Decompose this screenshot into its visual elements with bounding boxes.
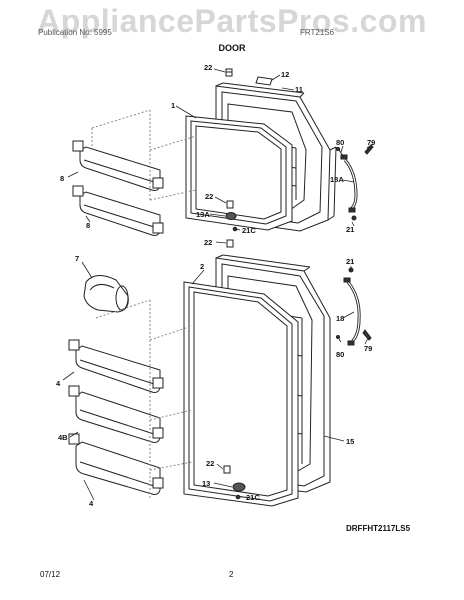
door-shelf-4-top — [68, 339, 164, 393]
shelf-mount-guides-lower — [95, 299, 193, 500]
screw-80a — [336, 147, 344, 157]
hinge-pin-22d — [223, 465, 231, 474]
fresh-food-handle — [343, 277, 361, 346]
freezer-handle — [340, 154, 358, 213]
callout-21-lower-screw: 21 — [346, 257, 355, 266]
watermark: AppliancePartsPros.com — [37, 3, 427, 39]
footer-date: 07/12 — [40, 570, 61, 579]
callout-22-lower-hinge-pin: 22 — [206, 459, 215, 468]
dairy-door-7 — [83, 275, 129, 313]
screw-21c-b — [235, 494, 241, 500]
callout-21c-screw-upper: 21C — [242, 226, 256, 235]
shelf-mount-guides-upper — [91, 109, 197, 201]
callout-21c-screw-lower: 21C — [246, 493, 260, 502]
callout-13a-hinge: 13A — [196, 210, 210, 219]
trim-piece-12 — [255, 76, 273, 86]
callout-18a-freezer-handle: 18A — [330, 175, 344, 184]
callout-22-hinge-pin-c: 22 — [204, 238, 213, 247]
hinge-13 — [232, 482, 246, 492]
callout-13-hinge: 13 — [202, 479, 211, 488]
callout-8-shelf-bottom: 8 — [86, 221, 91, 230]
model-code: DRFFHT2117LS5 — [346, 524, 411, 533]
hinge-pin-22c — [226, 239, 234, 248]
screw-80b — [336, 335, 340, 339]
door-shelf-4-bottom — [68, 433, 164, 495]
callout-11-freezer-door: 11 — [295, 85, 303, 94]
fresh-food-door-gasket — [183, 281, 299, 507]
door-shelf-4b — [68, 385, 164, 443]
freezer-shelf-8-top — [72, 140, 164, 191]
leader-lines — [62, 68, 374, 501]
callout-8-shelf-top: 8 — [60, 174, 65, 183]
callout-22-hinge-pin-b: 22 — [205, 192, 214, 201]
screw-21a — [351, 215, 357, 221]
callout-2-fresh-food-gasket: 2 — [200, 262, 205, 271]
publication-header: Publication No: 5995 — [38, 28, 112, 37]
callout-80-lower-screw: 80 — [336, 350, 345, 359]
callout-22-upper-hinge-pin: 22 — [204, 63, 213, 72]
hinge-13a — [225, 212, 237, 220]
handle-cap-79a — [364, 144, 374, 155]
hinge-pin-22a — [225, 68, 233, 77]
callout-4b-shelf: 4B — [58, 433, 68, 442]
hinge-pin-22b — [226, 200, 234, 209]
callout-18-fresh-food-handle: 18 — [336, 314, 345, 323]
callout-7-dairy-door: 7 — [75, 254, 80, 263]
callout-21-upper-screw: 21 — [346, 225, 355, 234]
callout-4-shelf-bottom: 4 — [89, 499, 94, 508]
callout-1-freezer-gasket: 1 — [171, 101, 176, 110]
handle-cap-79b — [362, 329, 372, 341]
callout-79-upper-cap: 79 — [367, 138, 376, 147]
callout-12-trim: 12 — [281, 70, 290, 79]
section-title: DOOR — [218, 43, 246, 53]
callout-15-fresh-food-door: 15 — [346, 437, 355, 446]
callout-80-upper-screw: 80 — [336, 138, 345, 147]
callout-4-shelf-top: 4 — [56, 379, 61, 388]
freezer-door-gasket — [185, 115, 293, 231]
model-header: FRT21S6 — [300, 28, 335, 37]
footer-page-number: 2 — [229, 570, 234, 579]
callout-79-lower-cap: 79 — [364, 344, 373, 353]
freezer-shelf-8-bottom — [72, 185, 164, 236]
